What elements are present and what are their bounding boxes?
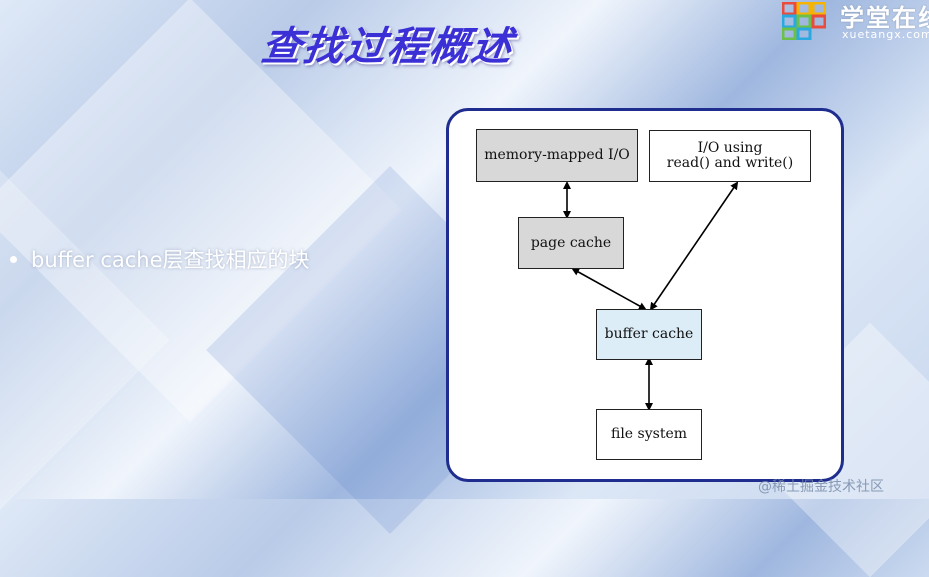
bullet-item: buffer cache层查找相应的块 (6, 244, 310, 274)
node-memory-mapped-io: memory-mapped I/O (476, 129, 638, 182)
node-label: read() and write() (666, 155, 794, 171)
xuetangx-logo: 学堂在线 xuetangx.com (778, 0, 929, 44)
logo-squares-icon (782, 2, 826, 40)
bullet-dot (10, 255, 17, 263)
node-label: page cache (530, 234, 612, 251)
diagram-arrows (563, 181, 739, 411)
slide-title: 查找过程概述 (258, 24, 517, 70)
node-page-cache: page cache (518, 217, 624, 269)
diagram-panel: memory-mapped I/O I/O using read() and w… (446, 108, 844, 482)
bullet-text: buffer cache层查找相应的块 (31, 248, 310, 272)
arrow-pagecache-buffercache (571, 268, 647, 310)
watermark: @稀土掘金技术社区 (758, 479, 884, 495)
node-label: memory-mapped I/O (484, 147, 630, 163)
node-io-read-write: I/O using read() and write() (649, 130, 811, 182)
logo-text: 学堂在线 (840, 4, 929, 32)
node-buffer-cache: buffer cache (596, 309, 702, 360)
node-label: I/O using (697, 140, 763, 156)
arrow-io-buffercache (649, 181, 739, 311)
logo-subtext: xuetangx.com (842, 28, 929, 41)
node-file-system: file system (596, 409, 702, 460)
node-label: file system (610, 426, 687, 442)
node-label: buffer cache (604, 326, 694, 342)
